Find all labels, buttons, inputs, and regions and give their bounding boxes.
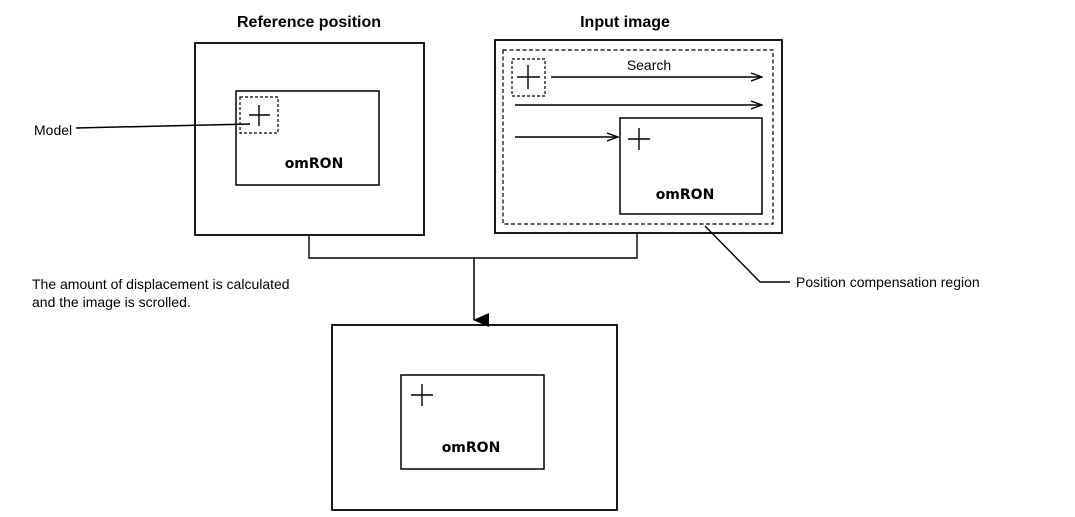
crosshair-icon [517,65,540,89]
search-label: Search [627,57,671,73]
explanation-line-2: and the image is scrolled. [32,294,191,310]
input-image-title: Input image [580,14,670,31]
reference-frame [194,42,425,236]
input-frame [494,39,783,234]
position-compensation-region [502,49,774,225]
result-logo: omRON [442,440,501,456]
explanation-line-1: The amount of displacement is calculated [32,276,290,292]
reference-logo: omRON [285,156,344,172]
result-workpiece [400,374,545,470]
region-leader-line [704,225,790,283]
input-logo: omRON [656,187,715,203]
model-leader-line [75,123,251,129]
model-dashed-box [239,96,279,134]
reference-position-title: Reference position [237,14,381,31]
reference-workpiece [235,90,380,186]
input-workpiece [619,117,763,215]
connector-line [308,233,638,259]
crosshair-icon [249,105,270,126]
crosshair-icon [411,384,433,406]
model-label: Model [34,122,72,138]
region-label: Position compensation region [796,274,980,290]
crosshair-icon [628,128,650,150]
result-frame [331,324,618,511]
input-model-dashed-box [511,58,546,97]
